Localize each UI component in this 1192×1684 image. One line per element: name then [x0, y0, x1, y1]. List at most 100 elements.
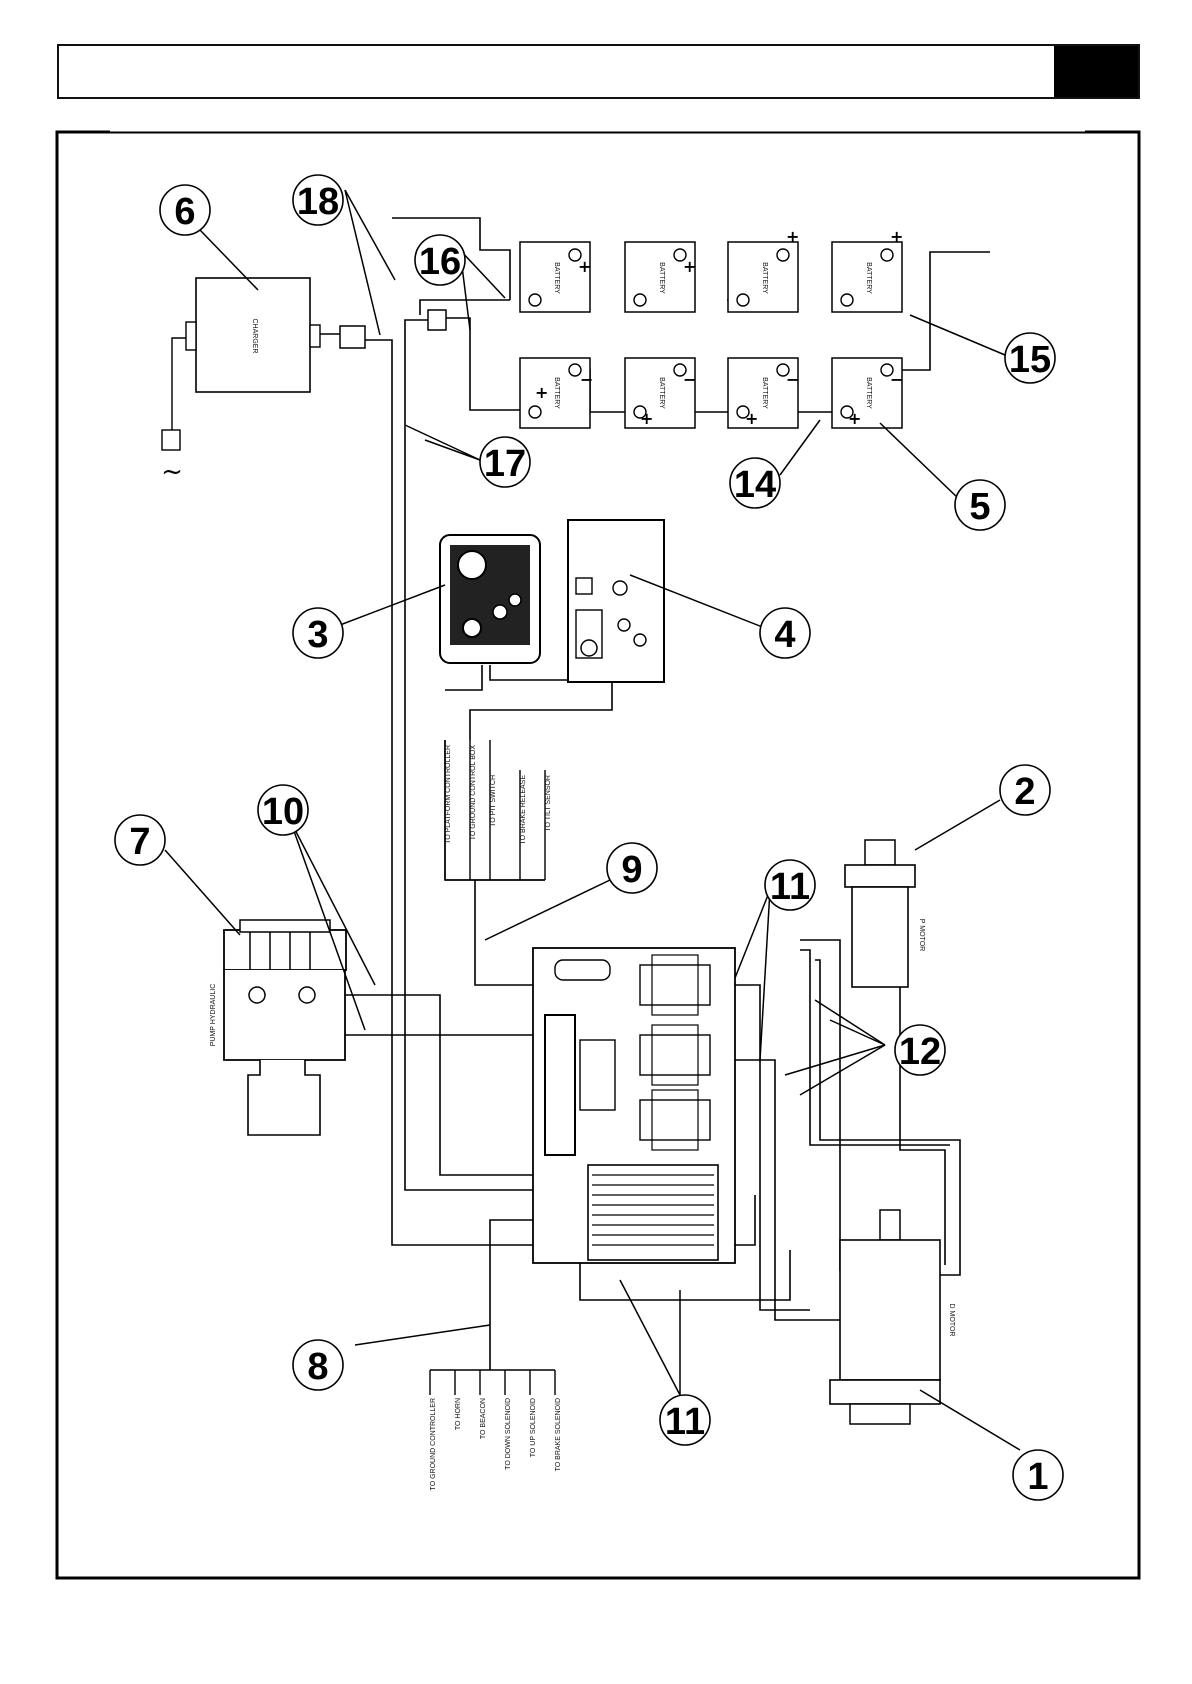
svg-text:9: 9 — [621, 849, 642, 891]
svg-text:14: 14 — [734, 464, 776, 506]
callout-8: 8 — [292, 1339, 344, 1391]
callout-5: 5 — [954, 479, 1006, 531]
relay — [639, 1024, 711, 1086]
callout-2: 2 — [999, 764, 1051, 816]
callout-6: 6 — [159, 184, 211, 236]
svg-text:BATTERY: BATTERY — [761, 377, 768, 409]
charger: CHARGER ~ — [161, 277, 321, 487]
svg-text:6: 6 — [174, 191, 195, 233]
svg-text:15: 15 — [1009, 339, 1051, 381]
svg-text:+: + — [640, 409, 653, 428]
callout-11: 11 — [764, 859, 816, 911]
pump-motor-label: P MOTOR — [918, 919, 925, 951]
svg-text:11: 11 — [665, 1401, 705, 1443]
svg-text:1: 1 — [1027, 1456, 1048, 1498]
svg-text:BATTERY: BATTERY — [658, 262, 665, 294]
main-controller-board — [532, 947, 736, 1264]
svg-text:+: + — [683, 257, 696, 276]
page-header — [57, 44, 1140, 99]
diagram-frame — [55, 130, 1141, 1580]
drive-motor: D MOTOR — [829, 1209, 955, 1425]
drive-motor-label: D MOTOR — [948, 1304, 955, 1337]
svg-text:10: 10 — [262, 791, 304, 833]
svg-text:+: + — [535, 383, 548, 402]
callout-15: 15 — [1004, 332, 1056, 384]
callout-12: 12 — [894, 1024, 946, 1076]
svg-text:BATTERY: BATTERY — [553, 262, 560, 294]
svg-text:+: + — [745, 409, 758, 428]
battery: BATTERY — [727, 241, 799, 313]
callout-7: 7 — [114, 814, 166, 866]
harness-9 — [444, 740, 546, 881]
svg-text:+: + — [786, 227, 799, 246]
callout-11: 11 — [659, 1394, 711, 1446]
relay — [639, 1089, 711, 1151]
callout-16: 16 — [414, 234, 466, 286]
svg-text:BATTERY: BATTERY — [553, 377, 560, 409]
callout-4: 4 — [759, 607, 811, 659]
battery: BATTERY — [519, 357, 591, 429]
header-black-block — [1054, 46, 1138, 97]
svg-text:+: + — [890, 227, 903, 246]
battery: BATTERY — [624, 241, 696, 313]
battery: BATTERY — [831, 357, 903, 429]
svg-text:−: − — [786, 370, 799, 389]
harness-8-label: TO GROUND CONTROLLER — [430, 1398, 437, 1490]
svg-text:16: 16 — [419, 241, 461, 283]
harness-8-label: TO BEACON — [480, 1398, 487, 1439]
ac-symbol: ~ — [161, 457, 183, 487]
callout-10: 10 — [257, 784, 309, 836]
svg-text:2: 2 — [1014, 771, 1035, 813]
harness-8-label: TO DOWN SOLENOID — [505, 1398, 512, 1470]
svg-text:7: 7 — [129, 821, 150, 863]
callout-9: 9 — [606, 842, 658, 894]
callout-14: 14 — [729, 457, 781, 509]
battery: BATTERY — [624, 357, 696, 429]
battery: BATTERY — [519, 241, 591, 313]
relay — [639, 954, 711, 1016]
harness-8-label: TO HORN — [455, 1398, 462, 1430]
harness-9-label: TO GROUND CONTROL BOX — [470, 745, 477, 841]
callout-1: 1 — [1012, 1449, 1064, 1501]
ac-plug-icon — [161, 429, 181, 451]
svg-text:5: 5 — [969, 486, 990, 528]
svg-text:+: + — [848, 409, 861, 428]
callout-3: 3 — [292, 607, 344, 659]
pump-motor: P MOTOR — [844, 839, 925, 988]
svg-text:BATTERY: BATTERY — [761, 262, 768, 294]
charger-connector — [339, 325, 366, 349]
harness-8-label: TO UP SOLENOID — [530, 1398, 537, 1457]
svg-text:+: + — [578, 257, 591, 276]
svg-text:3: 3 — [307, 614, 328, 656]
battery-pack: BATTERY BATTERY BATTERY BATTERY BATTERY — [519, 241, 903, 429]
harness-9-label: TO TILT SENSOR — [545, 775, 552, 832]
harness-9-label: TO PIT SWITCH — [490, 775, 497, 827]
svg-text:−: − — [580, 370, 593, 389]
heatsink — [587, 1164, 719, 1261]
callout-18: 18 — [292, 174, 344, 226]
harness-9-label: TO BRAKE RELEASE — [520, 775, 527, 845]
ground-control-box — [439, 534, 541, 664]
svg-text:8: 8 — [307, 1346, 328, 1388]
svg-text:18: 18 — [297, 181, 339, 223]
callouts: 6 18 16 15 17 14 5 3 4 10 2 7 9 11 12 8 … — [114, 174, 1064, 1501]
svg-text:−: − — [683, 370, 696, 389]
svg-text:BATTERY: BATTERY — [865, 262, 872, 294]
svg-text:BATTERY: BATTERY — [865, 377, 872, 409]
svg-text:17: 17 — [484, 443, 526, 485]
pump-label: PUMP HYDRAULIC — [210, 984, 217, 1047]
svg-text:12: 12 — [899, 1031, 941, 1073]
harness-9-label: TO PLATFORM CONTROLLER — [445, 745, 452, 844]
svg-text:11: 11 — [770, 866, 810, 908]
callout-17: 17 — [479, 436, 531, 488]
hydraulic-pump: PUMP HYDRAULIC — [210, 919, 347, 1136]
battery: BATTERY — [727, 357, 799, 429]
svg-text:−: − — [890, 370, 903, 389]
charger-label: CHARGER — [251, 318, 258, 353]
leader-lines — [164, 189, 1021, 1451]
battery-connector — [427, 309, 447, 331]
battery: BATTERY — [831, 241, 903, 313]
harness-8-label: TO BRAKE SOLENOID — [555, 1398, 562, 1471]
platform-controller — [567, 519, 665, 683]
